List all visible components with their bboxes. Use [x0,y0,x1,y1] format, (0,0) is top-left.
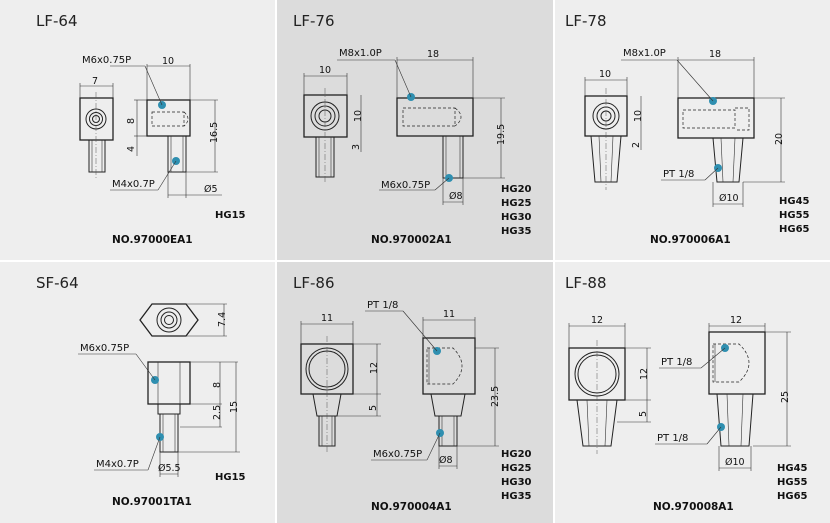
front-thread [88,139,106,173]
hg-model: HG55 [777,477,808,488]
dim-width: 7 [92,76,98,87]
part-number: NO.97001TA1 [112,496,192,508]
hg-model: HG65 [777,491,808,502]
hg-model: HG15 [215,210,246,221]
hg-model: HG35 [501,491,532,502]
dim-height: 10 [353,110,364,122]
lf-64-drawing: LF-64 7 10 [36,12,246,246]
dim-width: 10 [599,69,611,80]
dim-height: 8 [126,118,137,124]
thread-label-top: M6x0.75P [80,343,129,354]
dim-total-height: 23.5 [490,386,501,407]
panel-lf-64: LF-64 7 10 [0,0,275,260]
panel-lf-86: LF-86 11 12 5 11 23.5 Ø8 [277,262,553,523]
hg-model: HG45 [779,196,810,207]
dim-length: 11 [443,309,455,320]
thread-label-bottom: M6x0.75P [381,180,430,191]
part-number: NO.970002A1 [371,234,452,246]
dim-diameter: Ø10 [719,193,739,204]
dim-length: 18 [709,49,721,60]
hg-model: HG45 [777,463,808,474]
lf-88-drawing: LF-88 12 12 5 12 25 Ø10 P [565,274,808,513]
dim-total-height: 19.5 [496,124,507,145]
dim-length: 18 [427,49,439,60]
dim-diameter: Ø10 [725,457,745,468]
panel-lf-76: LF-76 10 10 3 18 19.5 Ø8 M8x1.0P [277,0,553,260]
part-number: NO.970006A1 [650,234,731,246]
dim-height: 12 [639,368,650,380]
dim-width: 11 [321,313,333,324]
dim-total-height: 20 [774,133,785,145]
lf-76-drawing: LF-76 10 10 3 18 19.5 Ø8 M8x1.0P [293,12,532,246]
hg-model: HG20 [501,449,532,460]
thread-label-top: M8x1.0P [339,48,382,59]
side-thread [167,135,187,173]
thread-label-bottom: PT 1/8 [657,433,688,444]
dim-width: 12 [591,315,603,326]
part-number: NO.970008A1 [653,501,734,513]
dim-offset: 5 [638,411,649,417]
part-number: NO.97000EA1 [112,234,193,246]
dim-height: 12 [369,362,380,374]
dim-offset: 2 [631,142,642,148]
panel-lf-88: LF-88 12 12 5 12 25 Ø10 P [555,262,830,523]
thread-label-bottom: M6x0.75P [373,449,422,460]
dim-total-height: 15 [229,401,240,413]
thread-label-top: M8x1.0P [623,48,666,59]
dim-offset: 5 [368,405,379,411]
panel-title: LF-64 [36,12,77,30]
dim-height: 10 [633,110,644,122]
hg-model: HG15 [215,472,246,483]
hg-model: HG55 [779,210,810,221]
lf-78-drawing: LF-78 10 10 2 18 20 Ø10 M8x1.0P [565,12,810,246]
hg-model: HG35 [501,226,532,237]
panel-title: LF-78 [565,12,606,30]
dim-total-height: 25 [780,391,791,403]
panel-title: LF-86 [293,274,334,292]
dim-offset: 2.5 [212,405,223,420]
panel-lf-78: LF-78 10 10 2 18 20 Ø10 M8x1.0P [555,0,830,260]
side-body [146,99,191,137]
front-body [79,97,114,141]
hg-model: HG20 [501,184,532,195]
dim-diameter: Ø5.5 [158,463,181,474]
panel-sf-64: SF-64 7.4 8 2.5 15 Ø5.5 M6x0.75P M4x0.7P [0,262,275,523]
dim-length: 12 [730,315,742,326]
sf-64-drawing: SF-64 7.4 8 2.5 15 Ø5.5 M6x0.75P M4x0.7P [36,274,246,508]
lf-86-drawing: LF-86 11 12 5 11 23.5 Ø8 [293,274,532,513]
thread-label-bottom: M4x0.7P [112,179,155,190]
thread-label-bottom: PT 1/8 [663,169,694,180]
dim-width: 10 [319,65,331,76]
dim-diameter: Ø8 [449,191,463,202]
dim-offset: 3 [351,144,362,150]
dim-height: 8 [212,382,223,388]
hg-model: HG25 [501,198,532,209]
dim-offset: 4 [126,146,137,152]
part-number: NO.970004A1 [371,501,452,513]
panel-title: LF-76 [293,12,334,30]
panel-title: LF-88 [565,274,606,292]
thread-label-top: M6x0.75P [82,55,131,66]
thread-label-bottom: M4x0.7P [96,459,139,470]
hg-model: HG65 [779,224,810,235]
dim-total-height: 16.5 [209,122,220,143]
hg-model: HG30 [501,212,532,223]
dim-diameter: Ø8 [439,455,453,466]
hg-model: HG25 [501,463,532,474]
hg-model: HG30 [501,477,532,488]
dim-diameter: Ø5 [204,184,218,195]
thread-label-top: PT 1/8 [367,300,398,311]
panel-title: SF-64 [36,274,79,292]
thread-label-top: PT 1/8 [661,357,692,368]
dim-hex: 7.4 [217,312,228,327]
dim-length: 10 [162,56,174,67]
